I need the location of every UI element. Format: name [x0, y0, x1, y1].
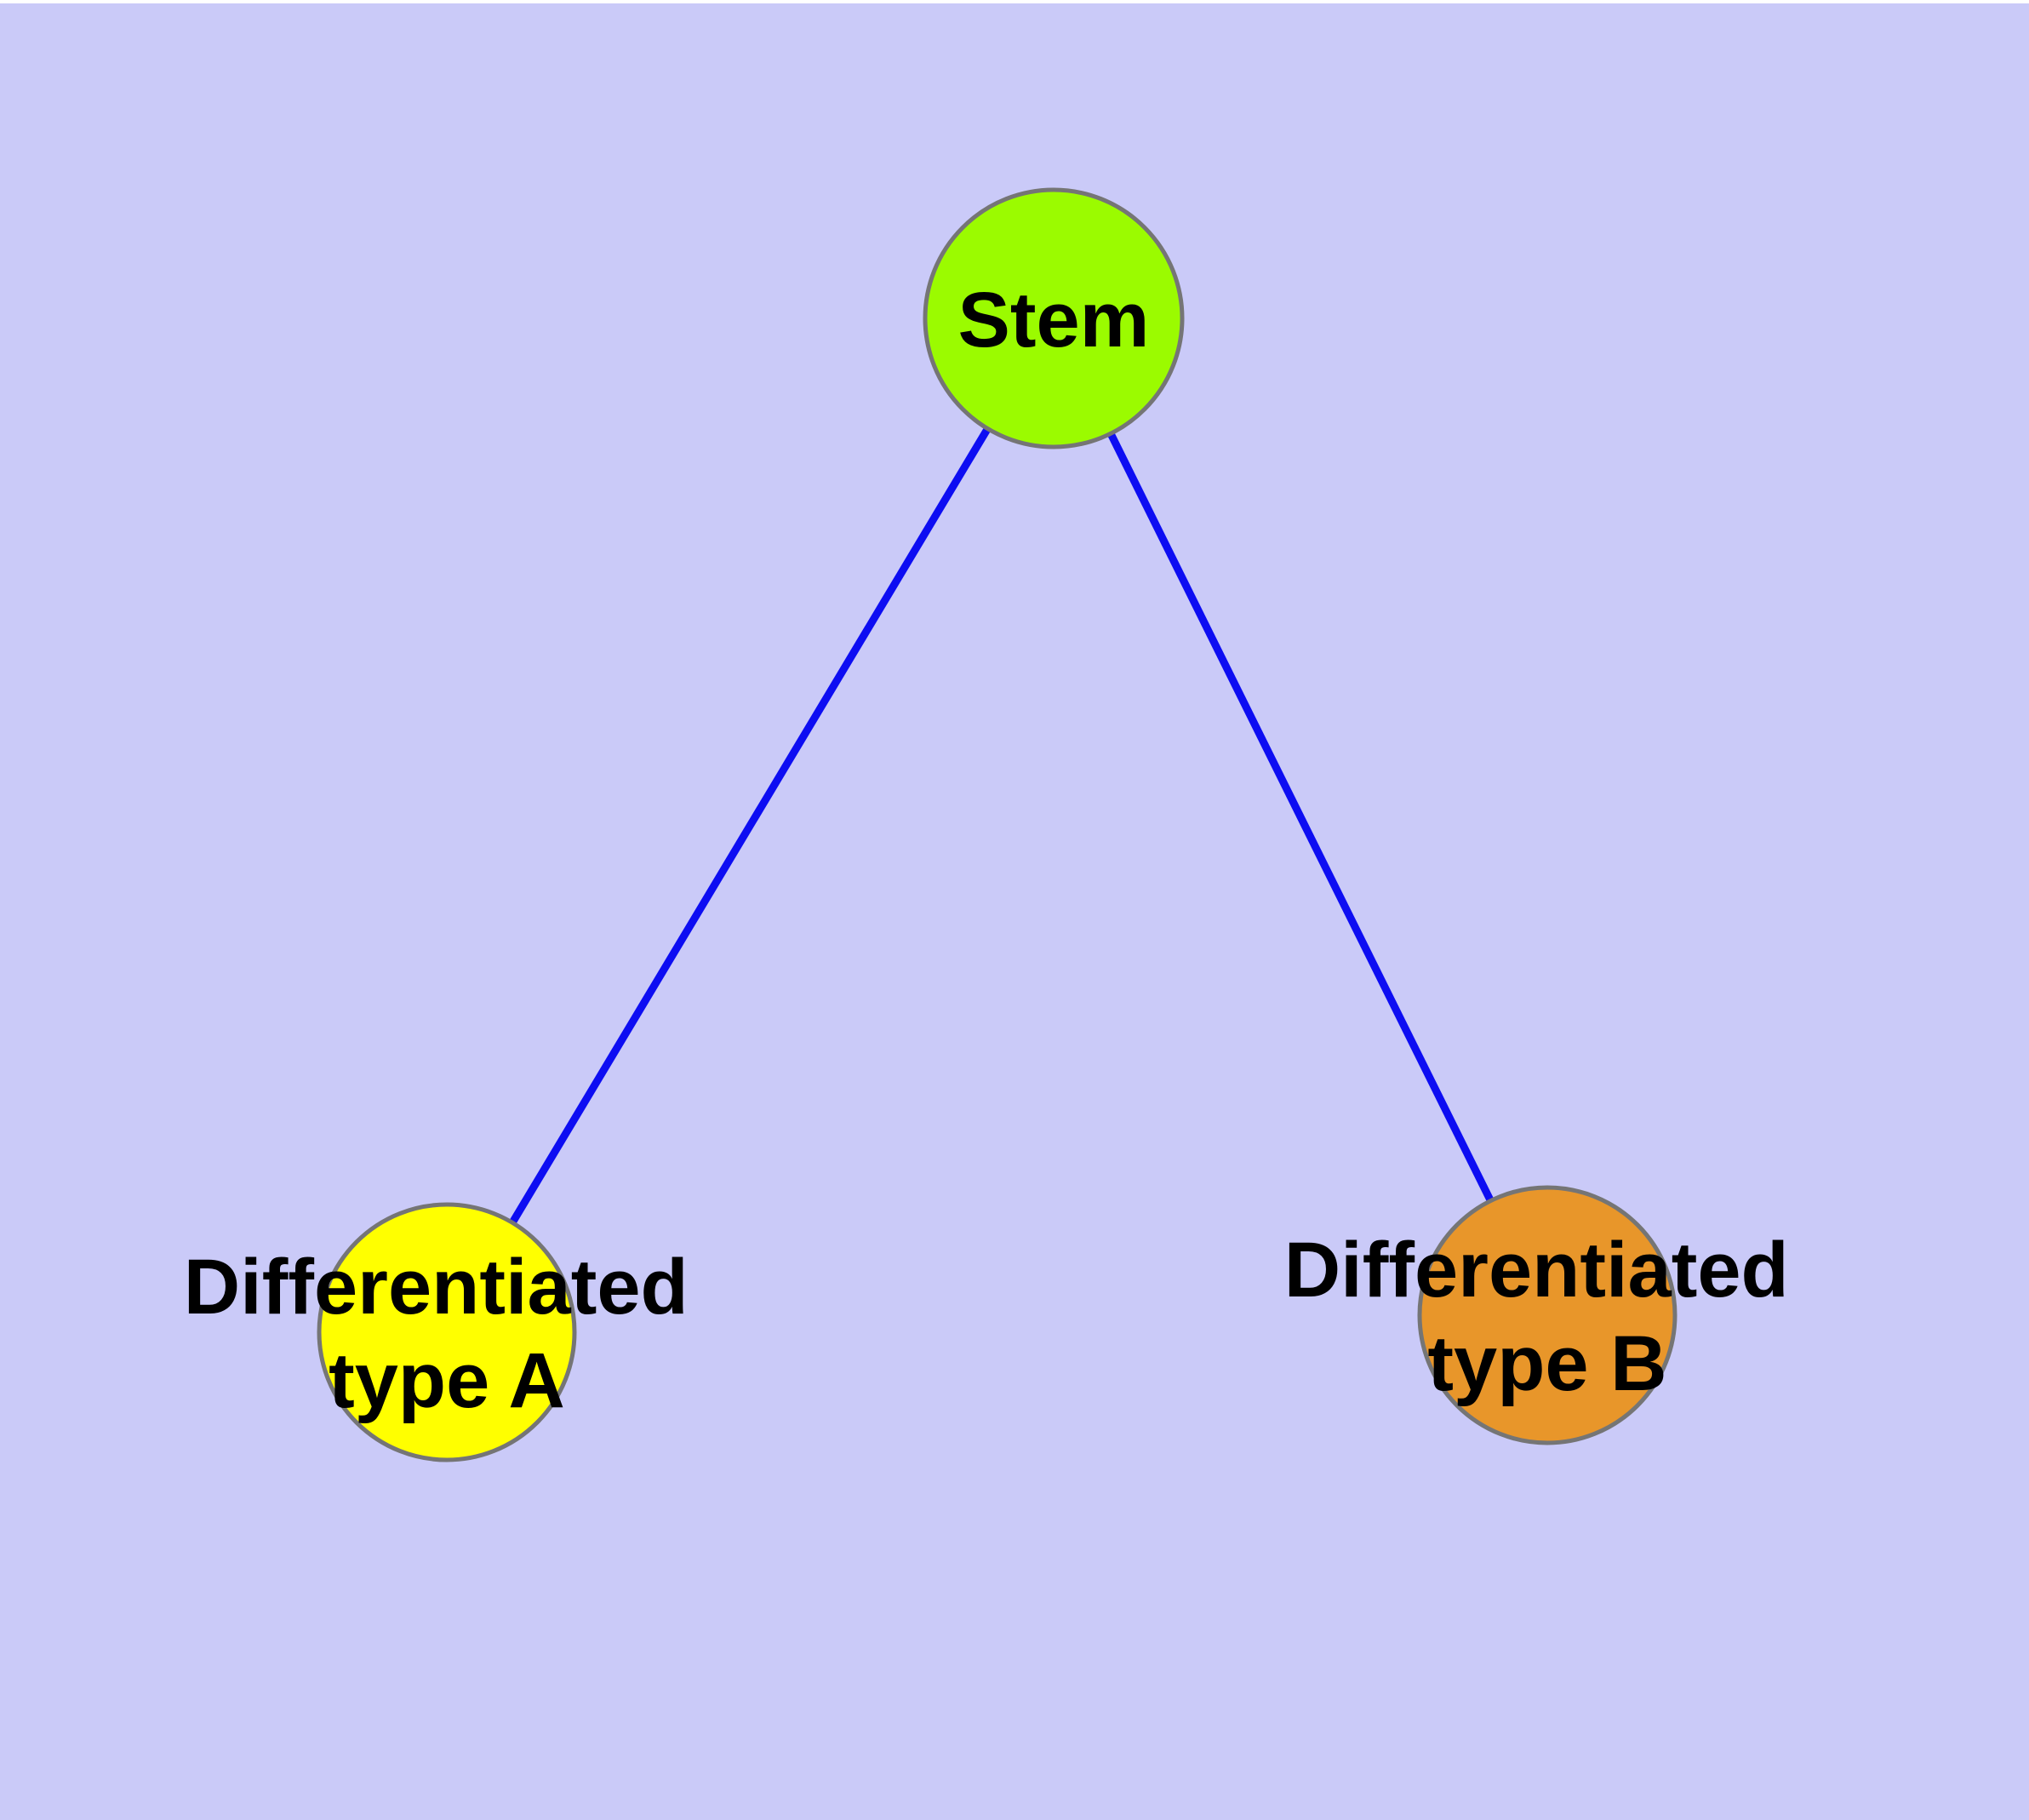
- node-type-b-label-line2: type B: [1427, 1320, 1666, 1407]
- node-stem-label: Stem: [958, 277, 1150, 363]
- node-type-b: [1417, 1185, 1677, 1445]
- node-type-a-label-line1: Differentiated: [184, 1244, 689, 1331]
- top-margin-strip: [0, 0, 2029, 3]
- node-type-b-label: Differentiated type B: [1284, 1227, 1811, 1407]
- edge-stem-to-type-a: [443, 316, 1057, 1335]
- edge-stem-to-type-b: [1049, 317, 1552, 1317]
- node-type-b-label-line1: Differentiated: [1284, 1227, 1789, 1313]
- node-type-a: [317, 1202, 577, 1462]
- node-type-a-label-line2: type A: [329, 1337, 565, 1424]
- node-type-a-label: Differentiated type A: [184, 1244, 711, 1424]
- node-stem: [923, 187, 1185, 449]
